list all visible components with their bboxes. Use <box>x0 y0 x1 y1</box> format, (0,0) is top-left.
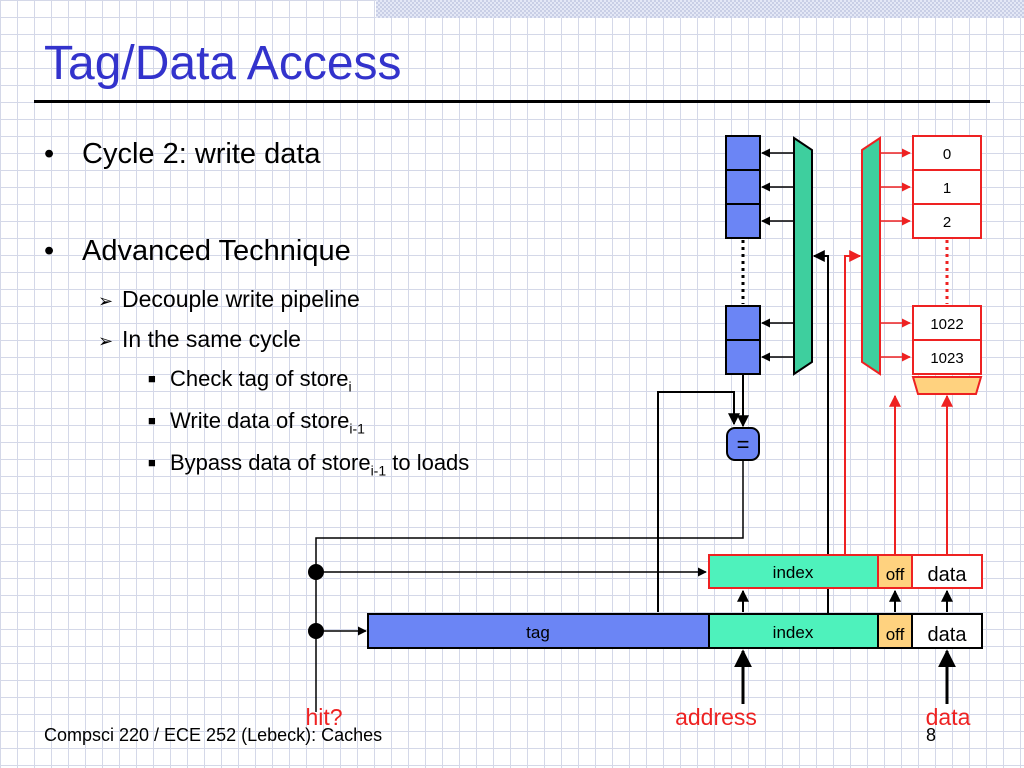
tag-decoder <box>793 136 813 376</box>
bullet-advanced-technique: •Advanced Technique <box>44 235 351 267</box>
hit-path <box>315 460 744 712</box>
tag-field-path <box>657 391 740 612</box>
data-decoder <box>861 136 881 376</box>
bullet-check-tag: ■Check tag of storei <box>148 366 352 395</box>
store-off-label: off <box>886 565 905 584</box>
store-data-label: data <box>928 564 968 586</box>
data-row-label: 1023 <box>930 350 963 367</box>
data-row-label: 1022 <box>930 316 963 333</box>
data-label: data <box>926 704 971 730</box>
addr-index-label: index <box>773 623 814 642</box>
address-register: tag index off data <box>367 613 983 649</box>
data-array: 0 1 2 1022 1023 <box>912 135 982 375</box>
store-buffer-register: index off data <box>708 554 983 589</box>
store-index-to-data-decoder <box>844 250 862 554</box>
data-row-label: 0 <box>943 146 951 163</box>
store-index-label: index <box>773 563 814 582</box>
slide-title: Tag/Data Access <box>44 37 402 90</box>
page-number: 8 <box>926 725 937 745</box>
hit-label: hit? <box>305 704 342 730</box>
tag-array <box>725 135 761 375</box>
tag-decoder-arrows <box>761 148 794 362</box>
bullet-write-data: ■Write data of storei-1 <box>148 408 365 437</box>
addr-data-label: data <box>928 624 968 646</box>
bullet-cycle-2: •Cycle 2: write data <box>44 138 321 170</box>
title-rule <box>34 100 990 103</box>
data-row-label: 1 <box>943 180 951 197</box>
slide-footer: Compsci 220 / ECE 252 (Lebeck): Caches <box>44 725 383 745</box>
address-label: address <box>675 704 757 730</box>
comparator: = <box>726 427 760 461</box>
data-row-label: 2 <box>943 214 951 231</box>
svg-text:=: = <box>737 432 750 457</box>
addr-off-label: off <box>886 625 905 644</box>
index-to-tag-decoder <box>812 250 829 614</box>
data-decoder-arrows <box>880 148 911 362</box>
corner-pattern <box>376 0 1024 18</box>
bullet-same-cycle: ➢In the same cycle <box>98 326 301 352</box>
bullet-decouple: ➢Decouple write pipeline <box>98 286 360 312</box>
bullet-bypass-data: ■Bypass data of storei-1 to loads <box>148 450 470 479</box>
addr-tag-label: tag <box>526 623 550 642</box>
pipeline-arrows <box>737 589 953 612</box>
data-output-mux <box>911 376 983 395</box>
